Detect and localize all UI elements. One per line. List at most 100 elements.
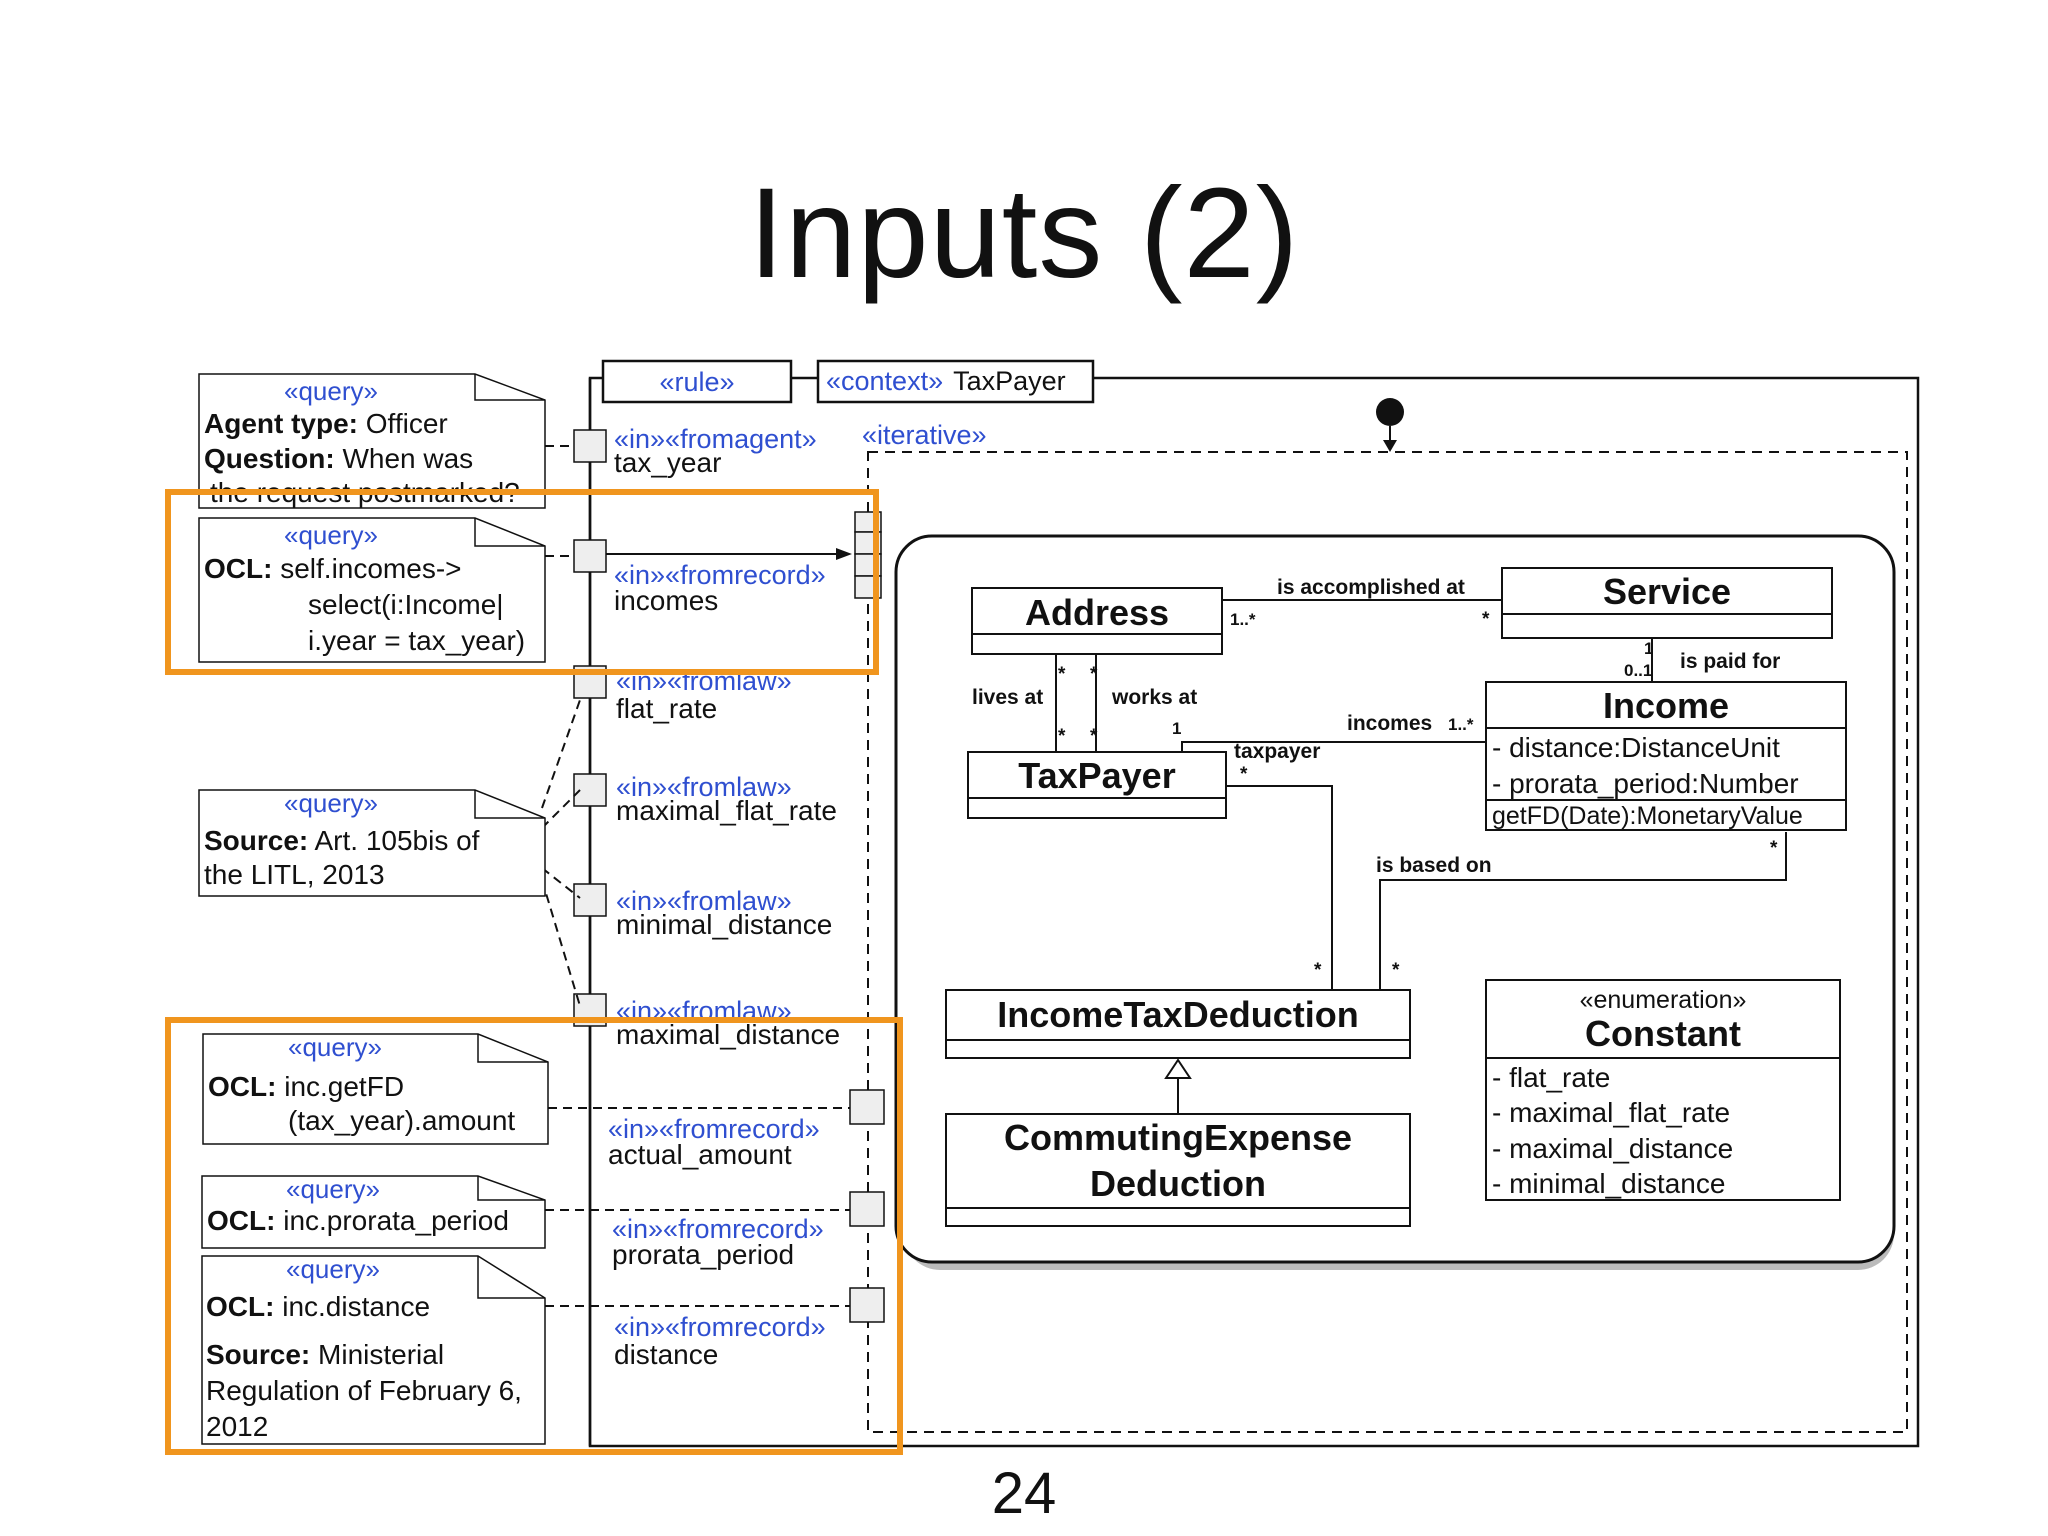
svg-text:*: * <box>1770 838 1778 859</box>
pin-prorata-period: «in»«fromrecord» prorata_period <box>612 1214 824 1270</box>
svg-text:- maximal_distance: - maximal_distance <box>1492 1133 1733 1164</box>
query-note-distance-ocl: «query» OCL: inc.distance Source: Minist… <box>201 1254 546 1445</box>
svg-text:«in»«fromrecord»: «in»«fromrecord» <box>614 1312 826 1342</box>
svg-text:Question: When was: Question: When was <box>204 443 473 474</box>
svg-text:- distance:DistanceUnit: - distance:DistanceUnit <box>1492 732 1780 763</box>
svg-text:Agent type: Officer: Agent type: Officer <box>204 408 448 439</box>
class-income-tax-deduction: IncomeTaxDeduction <box>945 989 1411 1059</box>
svg-text:is paid for: is paid for <box>1680 650 1780 673</box>
svg-text:«query»: «query» <box>286 1174 380 1204</box>
svg-text:1: 1 <box>1644 639 1653 658</box>
svg-text:TaxPayer: TaxPayer <box>1018 755 1175 796</box>
svg-text:Deduction: Deduction <box>1090 1163 1266 1204</box>
svg-text:«in»«fromrecord»: «in»«fromrecord» <box>614 560 826 590</box>
svg-text:OCL: inc.getFD: OCL: inc.getFD <box>208 1071 404 1102</box>
svg-text:Regulation of February 6,: Regulation of February 6, <box>206 1375 522 1406</box>
svg-text:*: * <box>1482 609 1490 630</box>
svg-text:incomes: incomes <box>614 585 718 616</box>
svg-text:incomes: incomes <box>1347 712 1432 735</box>
svg-text:the LITL, 2013: the LITL, 2013 <box>204 859 385 890</box>
class-income: Income - distance:DistanceUnit - prorata… <box>1485 681 1847 831</box>
class-address: Address <box>971 587 1223 655</box>
slide-title: Inputs (2) <box>748 162 1300 305</box>
highlight-record-inputs <box>165 1017 903 1455</box>
svg-text:- minimal_distance: - minimal_distance <box>1492 1168 1725 1199</box>
class-constant-enumeration: «enumeration» Constant - flat_rate - max… <box>1485 979 1841 1201</box>
association-labels: is accomplished at 1..* * is paid for 1 … <box>972 576 1780 981</box>
class-commuting-expense-deduction: CommutingExpense Deduction <box>945 1113 1411 1227</box>
svg-text:*: * <box>1090 726 1098 747</box>
svg-text:taxpayer: taxpayer <box>1234 740 1320 763</box>
svg-text:- prorata_period:Number: - prorata_period:Number <box>1492 768 1799 799</box>
pin-actual-amount: «in»«fromrecord» actual_amount <box>608 1114 820 1170</box>
svg-text:1..*: 1..* <box>1448 715 1474 734</box>
svg-text:«context»TaxPayer: «context»TaxPayer <box>826 366 1066 396</box>
svg-text:works at: works at <box>1111 686 1197 709</box>
pin-minimal-distance: «in»«fromlaw» minimal_distance <box>616 886 832 940</box>
note-anchors <box>541 445 850 1307</box>
svg-text:- flat_rate: - flat_rate <box>1492 1062 1610 1093</box>
svg-text:CommutingExpense: CommutingExpense <box>1004 1117 1352 1158</box>
svg-text:*: * <box>1058 664 1066 685</box>
svg-text:(tax_year).amount: (tax_year).amount <box>288 1105 515 1136</box>
highlight-incomes <box>165 489 879 675</box>
svg-text:getFD(Date):MonetaryValue: getFD(Date):MonetaryValue <box>1492 802 1803 830</box>
svg-text:«query»: «query» <box>284 788 378 818</box>
rule-header: «rule» <box>601 359 793 404</box>
pin-maximal-flat-rate: «in»«fromlaw» maximal_flat_rate <box>616 772 837 826</box>
svg-text:maximal_distance: maximal_distance <box>616 1019 840 1050</box>
svg-text:*: * <box>1058 726 1066 747</box>
query-note-incomes-ocl: «query» OCL: self.incomes-> select(i:Inc… <box>198 517 546 663</box>
svg-text:Address: Address <box>1025 592 1169 633</box>
query-note-prorata-ocl: «query» OCL: inc.prorata_period <box>201 1174 546 1249</box>
svg-text:minimal_distance: minimal_distance <box>616 909 832 940</box>
svg-text:prorata_period: prorata_period <box>612 1239 794 1270</box>
svg-text:«in»«fromrecord»: «in»«fromrecord» <box>612 1214 824 1244</box>
svg-text:Constant: Constant <box>1585 1013 1741 1054</box>
class-taxpayer: TaxPayer <box>967 751 1227 819</box>
query-note-amount-ocl: «query» OCL: inc.getFD (tax_year).amount <box>202 1032 549 1145</box>
svg-text:select(i:Income|: select(i:Income| <box>308 589 504 620</box>
svg-text:Service: Service <box>1603 571 1731 612</box>
svg-text:«query»: «query» <box>288 1032 382 1062</box>
svg-text:OCL: inc.distance: OCL: inc.distance <box>206 1291 430 1322</box>
svg-text:«in»«fromlaw»: «in»«fromlaw» <box>616 886 792 916</box>
iterative-tag: «iterative» <box>862 420 987 450</box>
svg-text:«query»: «query» <box>284 520 378 550</box>
svg-text:OCL: inc.prorata_period: OCL: inc.prorata_period <box>207 1205 509 1236</box>
svg-text:is based on: is based on <box>1376 854 1492 877</box>
initial-node <box>1376 398 1404 452</box>
svg-text:«in»«fromagent»: «in»«fromagent» <box>614 424 817 454</box>
svg-text:*: * <box>1314 960 1322 981</box>
svg-text:1..*: 1..* <box>1230 610 1256 629</box>
pin-distance: «in»«fromrecord» distance <box>614 1312 826 1370</box>
svg-text:flat_rate: flat_rate <box>616 693 717 724</box>
svg-text:maximal_flat_rate: maximal_flat_rate <box>616 795 837 826</box>
svg-text:*: * <box>1392 960 1400 981</box>
query-note-agent: «query» Agent type: Officer Question: Wh… <box>198 373 546 509</box>
svg-text:Income: Income <box>1603 685 1729 726</box>
svg-text:is accomplished at: is accomplished at <box>1277 576 1465 599</box>
svg-text:«enumeration»: «enumeration» <box>1580 986 1747 1014</box>
generalization-arrow <box>1164 1058 1192 1114</box>
svg-text:- maximal_flat_rate: - maximal_flat_rate <box>1492 1097 1730 1128</box>
page-number: 24 <box>991 1461 1057 1526</box>
svg-text:«in»«fromlaw»: «in»«fromlaw» <box>616 772 792 802</box>
svg-text:0..1: 0..1 <box>1624 661 1652 680</box>
svg-text:tax_year: tax_year <box>614 447 721 478</box>
svg-text:1: 1 <box>1172 719 1181 738</box>
svg-text:«rule»: «rule» <box>659 367 734 397</box>
iterative-region <box>867 451 1908 1433</box>
svg-text:«in»«fromrecord»: «in»«fromrecord» <box>608 1114 820 1144</box>
class-service: Service <box>1501 567 1833 639</box>
svg-text:«query»: «query» <box>286 1254 380 1284</box>
svg-text:*: * <box>1090 664 1098 685</box>
context-header: «context»TaxPayer <box>816 359 1095 404</box>
svg-text:i.year = tax_year): i.year = tax_year) <box>308 625 525 656</box>
svg-text:OCL: self.incomes->: OCL: self.incomes-> <box>204 553 462 584</box>
svg-text:IncomeTaxDeduction: IncomeTaxDeduction <box>997 994 1358 1035</box>
svg-text:Source: Art. 105bis of: Source: Art. 105bis of <box>204 825 480 856</box>
svg-text:*: * <box>1240 764 1248 785</box>
pin-incomes: «in»«fromrecord» incomes <box>614 560 826 616</box>
